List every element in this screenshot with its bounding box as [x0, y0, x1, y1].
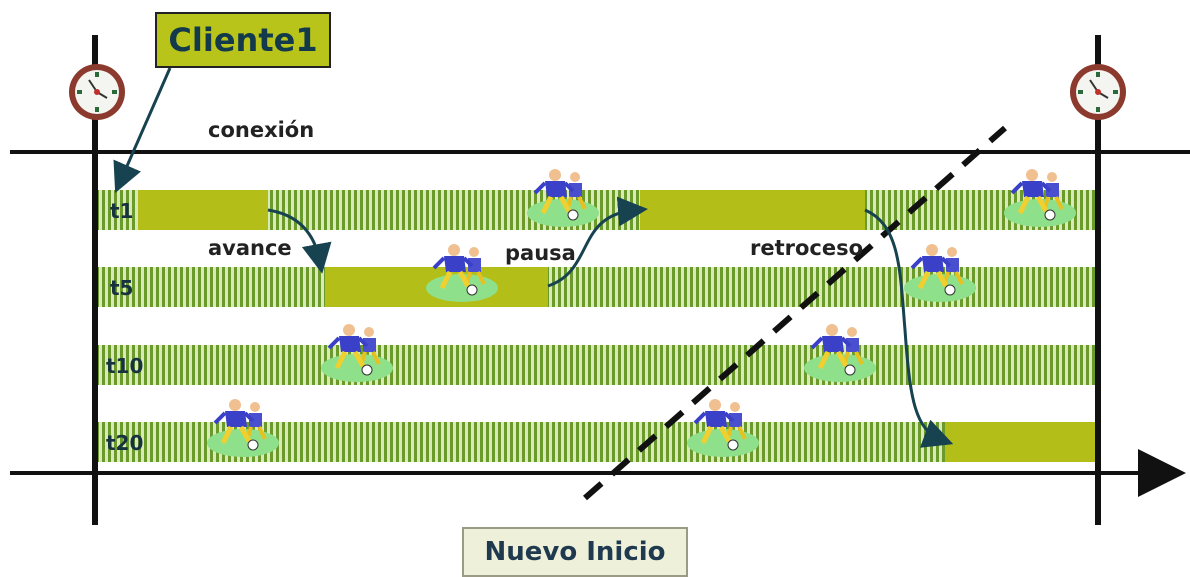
pause-label: pausa: [505, 241, 576, 265]
client-label: Cliente1: [168, 21, 318, 59]
row-label-t20: t20: [106, 431, 144, 455]
clock-icon: [68, 63, 126, 121]
clock-icon: [1069, 63, 1127, 121]
pause-arrow: [547, 196, 648, 288]
played-segment: [640, 190, 865, 230]
new-start-label: Nuevo Inicio: [484, 537, 666, 567]
row-label-t10: t10: [106, 354, 144, 378]
rewind-label: retroceso: [750, 236, 864, 260]
client-label-box: Cliente1: [155, 12, 331, 68]
stream-bar-t10: [95, 345, 1100, 385]
client-pointer-arrow: [113, 67, 172, 193]
row-label-t1: t1: [110, 199, 134, 223]
new-start-box: Nuevo Inicio: [462, 527, 688, 577]
played-segment: [138, 190, 268, 230]
advance-arrow: [267, 208, 332, 274]
row-label-t5: t5: [110, 276, 134, 300]
advance-label: avance: [208, 236, 292, 260]
played-segment: [945, 422, 1100, 462]
connection-label: conexión: [208, 118, 315, 142]
new-start-dashed-line: [583, 125, 1007, 501]
rewind-arrow: [864, 208, 954, 448]
